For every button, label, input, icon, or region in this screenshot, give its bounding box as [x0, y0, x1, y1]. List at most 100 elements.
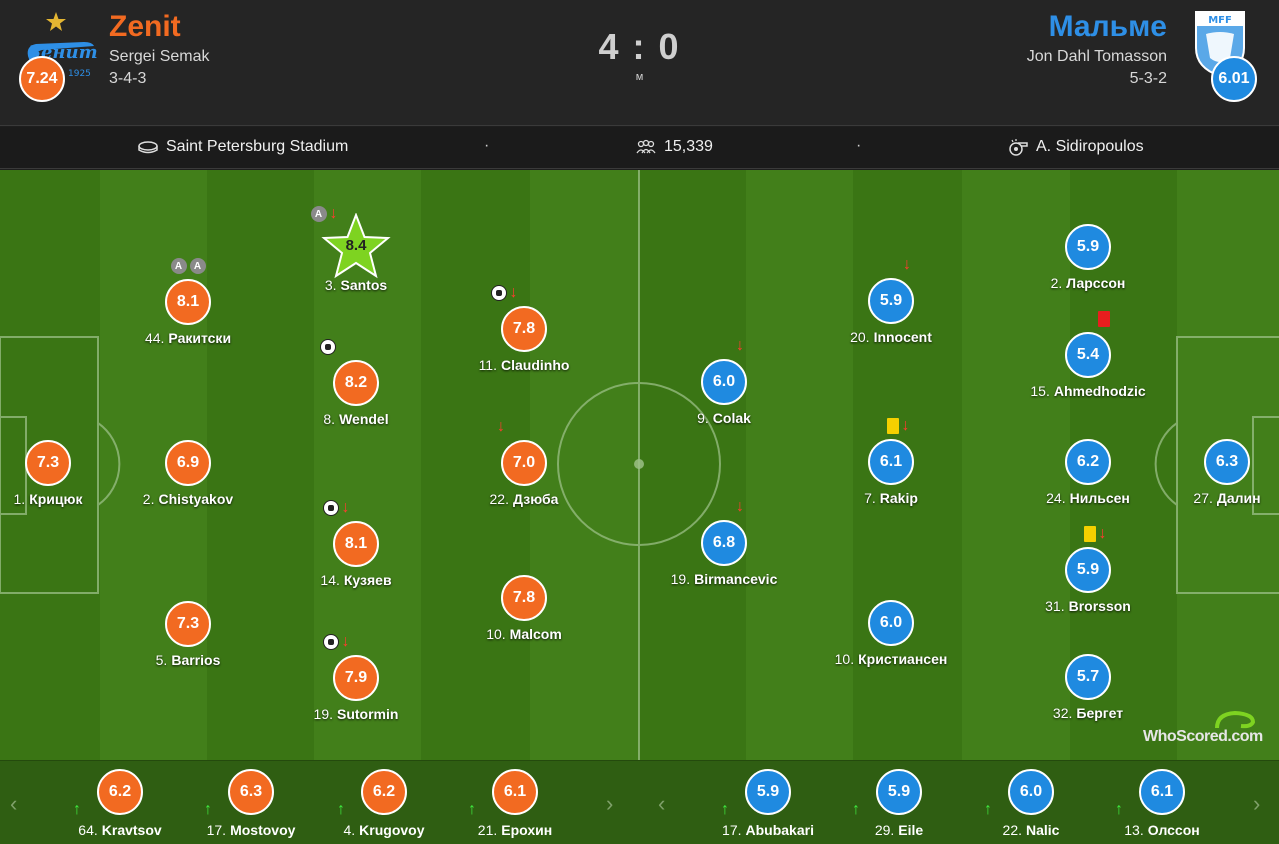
player-away-def-4[interactable]: ↓ 5.9 31.Brorsson: [1013, 526, 1163, 615]
player-name-label: 22.Дзюба: [449, 491, 599, 507]
player-home-mid-2[interactable]: 8.2 8.Wendel: [281, 339, 431, 427]
player-number: 31.: [1045, 598, 1065, 614]
player-away-mid-3[interactable]: 6.0 10.Кристиансен: [816, 600, 966, 667]
sub-name: Krugovoy: [359, 822, 425, 838]
player-away-def-1[interactable]: 5.9 2.Ларссон: [1013, 224, 1163, 291]
sub-in-arrow-icon: ↑: [73, 801, 81, 818]
assist-icon: A: [189, 258, 206, 274]
player-name: Claudinho: [501, 357, 570, 373]
player-home-fwd-3[interactable]: 7.8 10.Malcom: [449, 575, 599, 642]
player-number: 19.: [670, 571, 691, 587]
player-number: 8.: [323, 411, 336, 427]
sub-rating: 6.1: [1139, 769, 1185, 815]
stadium-info: Saint Petersburg Stadium: [138, 138, 348, 156]
chevron-right-icon[interactable]: ›: [606, 791, 614, 816]
player-events: ↓: [426, 418, 576, 436]
player-rating: 5.9: [1065, 547, 1111, 593]
pitch-stripe: [207, 170, 314, 760]
goal-ball-icon: [320, 339, 336, 355]
sub-name-label: 4.Krugovoy: [319, 822, 449, 838]
player-events: ↓: [832, 256, 982, 274]
whoscored-logo-icon: [1215, 710, 1256, 729]
sub-in-arrow-icon: ↑: [1115, 801, 1123, 818]
sub-in-arrow-icon: ↑: [337, 801, 345, 818]
watermark-text: WhoScored.com: [1143, 728, 1263, 745]
chevron-left-icon[interactable]: ‹: [10, 791, 18, 816]
malmo-logo[interactable]: MFF: [1192, 8, 1248, 78]
sub-home-1[interactable]: ↑ 6.2 64.Kravtsov: [55, 769, 185, 843]
yellow-card-icon: [886, 418, 899, 434]
referee-name: A. Sidiropoulos: [1036, 138, 1144, 155]
sub-off-icon: ↓: [341, 499, 350, 516]
sub-away-1[interactable]: ↑ 5.9 17.Abubakari: [703, 769, 833, 843]
player-events: ↓: [261, 499, 411, 517]
player-away-def-3[interactable]: 6.2 24.Нильсен: [1013, 439, 1163, 506]
player-number: 27.: [1193, 490, 1213, 506]
sub-home-2[interactable]: ↑ 6.3 17.Mostovoy: [186, 769, 316, 843]
player-home-gk[interactable]: 7.3 1.Крицюк: [0, 440, 123, 507]
player-away-mid-2[interactable]: ↓ 6.1 7.Rakip: [816, 418, 966, 507]
player-rating: 8.2: [333, 360, 379, 406]
player-home-mid-1-man-of-match[interactable]: A ↓ 8.4 3.Santos: [281, 206, 431, 293]
chevron-left-icon[interactable]: ‹: [658, 791, 666, 816]
player-number: 20.: [850, 329, 870, 345]
sub-away-3[interactable]: ↑ 6.0 22.Nalic: [966, 769, 1096, 843]
player-number: 2.: [1050, 275, 1063, 291]
sub-rating: 6.0: [1008, 769, 1054, 815]
player-events: [253, 338, 403, 356]
player-name: Бергет: [1076, 705, 1124, 721]
pitch-stripe: [962, 170, 1070, 760]
player-number: 3.: [324, 277, 337, 293]
player-name: Colak: [712, 410, 751, 426]
player-name: Ларссон: [1066, 275, 1126, 291]
player-home-mid-3[interactable]: ↓ 8.1 14.Кузяев: [281, 500, 431, 589]
player-home-def-2[interactable]: 6.9 2.Chistyakov: [113, 440, 263, 507]
sub-home-4[interactable]: ↑ 6.1 21.Ерохин: [450, 769, 580, 843]
player-name-label: 1.Крицюк: [0, 491, 123, 507]
player-away-gk[interactable]: 6.3 27.Далин: [1152, 439, 1279, 506]
player-home-def-1[interactable]: A A 8.1 44.Ракитски: [113, 258, 263, 346]
player-away-fwd-2[interactable]: ↓ 6.8 19.Birmancevic: [649, 499, 799, 588]
player-name: Кузяев: [343, 572, 392, 588]
player-away-def-2[interactable]: 5.4 15.Ahmedhodzic: [1013, 311, 1163, 399]
player-name-label: 44.Ракитски: [113, 330, 263, 346]
player-name: Malcom: [509, 626, 562, 642]
player-name-label: 3.Santos: [281, 277, 431, 293]
player-home-fwd-1[interactable]: ↓ 7.8 11.Claudinho: [449, 285, 599, 374]
player-away-fwd-1[interactable]: ↓ 6.0 9.Colak: [649, 338, 799, 427]
sub-number: 22.: [1002, 822, 1022, 838]
sub-away-4[interactable]: ↑ 6.1 13.Олссон: [1097, 769, 1227, 843]
player-rating: 6.3: [1204, 439, 1250, 485]
player-number: 22.: [489, 491, 509, 507]
sub-number: 4.: [343, 822, 356, 838]
sub-name-label: 17.Abubakari: [703, 822, 833, 838]
away-team-name[interactable]: Мальме: [1048, 10, 1167, 43]
sub-away-2[interactable]: ↑ 5.9 29.Eile: [834, 769, 964, 843]
player-name-label: 19.Sutormin: [281, 706, 431, 722]
player-away-def-5[interactable]: 5.7 32.Бергет: [1013, 654, 1163, 721]
player-name: Sutormin: [337, 706, 399, 722]
player-home-fwd-2[interactable]: ↓ 7.0 22.Дзюба: [449, 419, 599, 508]
player-name: Крицюк: [29, 491, 83, 507]
player-home-mid-4[interactable]: ↓ 7.9 19.Sutormin: [281, 634, 431, 723]
match-score: 4 : 0: [598, 26, 681, 67]
player-number: 32.: [1052, 705, 1073, 721]
chevron-right-icon[interactable]: ›: [1253, 791, 1261, 816]
player-name-label: 8.Wendel: [281, 411, 431, 427]
sub-in-arrow-icon: ↑: [468, 801, 476, 818]
player-home-def-3[interactable]: 7.3 5.Barrios: [113, 601, 263, 668]
svg-text:1925: 1925: [68, 69, 91, 79]
sub-number: 13.: [1124, 822, 1144, 838]
player-events: ↓: [665, 498, 815, 516]
home-team-name[interactable]: Zenit: [109, 10, 181, 43]
sub-name-label: 64.Kravtsov: [55, 822, 185, 838]
player-number: 19.: [313, 706, 333, 722]
sub-name: Kravtsov: [101, 822, 162, 838]
player-rating: 6.8: [701, 520, 747, 566]
sub-home-3[interactable]: ↑ 6.2 4.Krugovoy: [319, 769, 449, 843]
player-away-mid-1[interactable]: ↓ 5.9 20.Innocent: [816, 257, 966, 346]
player-name-label: 9.Colak: [649, 410, 799, 426]
player-number: 5.: [155, 652, 168, 668]
player-name-label: 32.Бергет: [1013, 705, 1163, 721]
player-name-label: 2.Ларссон: [1013, 275, 1163, 291]
